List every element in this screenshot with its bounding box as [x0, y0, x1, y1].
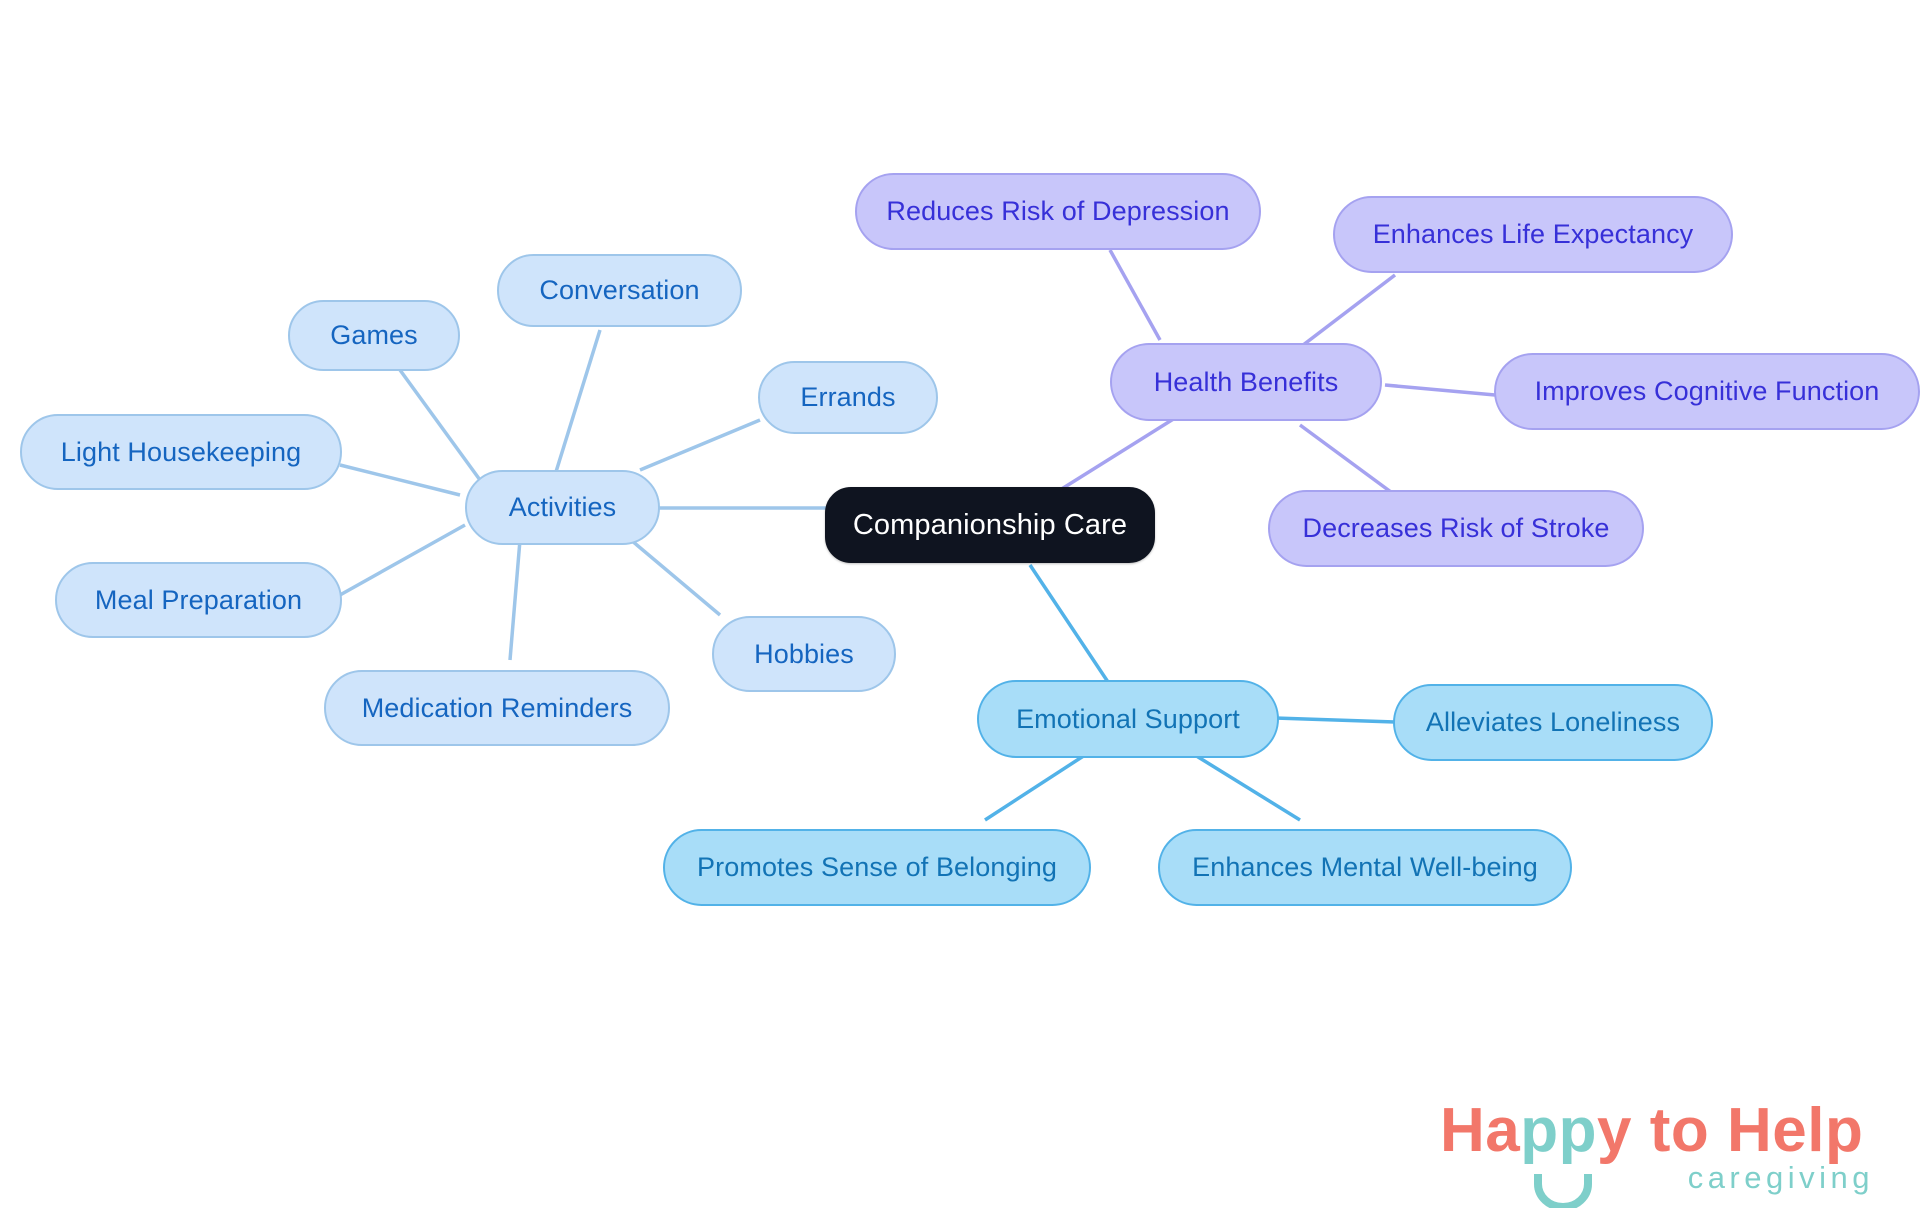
node-label: Emotional Support — [1016, 703, 1240, 734]
node-root-companionship-care[interactable]: Companionship Care — [825, 487, 1155, 563]
link-health-cognitive-function — [1384, 383, 1496, 397]
node-label: Errands — [800, 382, 896, 412]
link-emotional-alleviates-loneliness — [1274, 716, 1396, 724]
logo-text-part3: y to Help — [1597, 1096, 1864, 1165]
node-label: Conversation — [539, 275, 700, 305]
node-conversation[interactable]: Conversation — [497, 254, 742, 327]
link-activities-errands — [639, 418, 761, 472]
node-label: Enhances Mental Well-being — [1192, 852, 1538, 882]
node-branch-health-benefits[interactable]: Health Benefits — [1110, 343, 1382, 421]
smile-arc-icon — [1534, 1174, 1592, 1208]
link-health-reduces-depression — [1108, 249, 1162, 341]
node-label: Companionship Care — [852, 508, 1128, 541]
link-activities-meal-preparation — [339, 523, 466, 597]
node-label: Decreases Risk of Stroke — [1302, 513, 1610, 543]
node-alleviates-loneliness[interactable]: Alleviates Loneliness — [1393, 684, 1713, 761]
node-enhances-life-expectancy[interactable]: Enhances Life Expectancy — [1333, 196, 1733, 273]
link-activities-medication-reminders — [508, 539, 522, 661]
logo-wordmark: Happy to Help — [1440, 1100, 1863, 1162]
brand-logo: Happy to Help caregiving — [1440, 1100, 1880, 1208]
node-branch-emotional-support[interactable]: Emotional Support — [977, 680, 1279, 758]
node-hobbies[interactable]: Hobbies — [712, 616, 896, 692]
link-activities-games — [398, 368, 482, 482]
node-branch-activities[interactable]: Activities — [465, 470, 660, 545]
link-health-stroke — [1298, 423, 1397, 497]
node-games[interactable]: Games — [288, 300, 460, 371]
logo-text-part1: Ha — [1440, 1096, 1521, 1165]
link-root-health-benefits — [1059, 416, 1176, 492]
link-activities-conversation — [553, 329, 602, 476]
node-promotes-sense-of-belonging[interactable]: Promotes Sense of Belonging — [663, 829, 1091, 906]
node-label: Health Benefits — [1153, 366, 1339, 397]
logo-text-part2: pp — [1520, 1096, 1598, 1165]
node-label: Enhances Life Expectancy — [1372, 219, 1694, 249]
node-reduces-risk-of-depression[interactable]: Reduces Risk of Depression — [855, 173, 1261, 250]
link-emotional-belonging — [984, 753, 1086, 822]
link-emotional-mental-wellbeing — [1189, 750, 1301, 822]
node-medication-reminders[interactable]: Medication Reminders — [324, 670, 670, 746]
node-meal-preparation[interactable]: Meal Preparation — [55, 562, 342, 638]
node-label: Activities — [508, 492, 617, 522]
node-label: Meal Preparation — [94, 584, 303, 615]
link-activities-light-housekeeping — [339, 463, 461, 497]
node-label: Reduces Risk of Depression — [886, 196, 1230, 226]
node-enhances-mental-wellbeing[interactable]: Enhances Mental Well-being — [1158, 829, 1572, 906]
node-errands[interactable]: Errands — [758, 361, 938, 434]
node-label: Medication Reminders — [361, 692, 633, 723]
node-label: Alleviates Loneliness — [1425, 707, 1681, 737]
node-label: Light Housekeeping — [60, 436, 302, 467]
link-root-emotional-support — [1028, 564, 1112, 686]
node-improves-cognitive-function[interactable]: Improves Cognitive Function — [1494, 353, 1920, 430]
node-decreases-risk-of-stroke[interactable]: Decreases Risk of Stroke — [1268, 490, 1644, 567]
node-label: Hobbies — [754, 638, 854, 669]
logo-tagline: caregiving — [1687, 1160, 1874, 1195]
node-label: Promotes Sense of Belonging — [697, 852, 1057, 882]
node-light-housekeeping[interactable]: Light Housekeeping — [20, 414, 342, 490]
link-activities-hobbies — [623, 533, 722, 617]
node-label: Games — [330, 320, 418, 350]
node-label: Improves Cognitive Function — [1534, 376, 1880, 406]
